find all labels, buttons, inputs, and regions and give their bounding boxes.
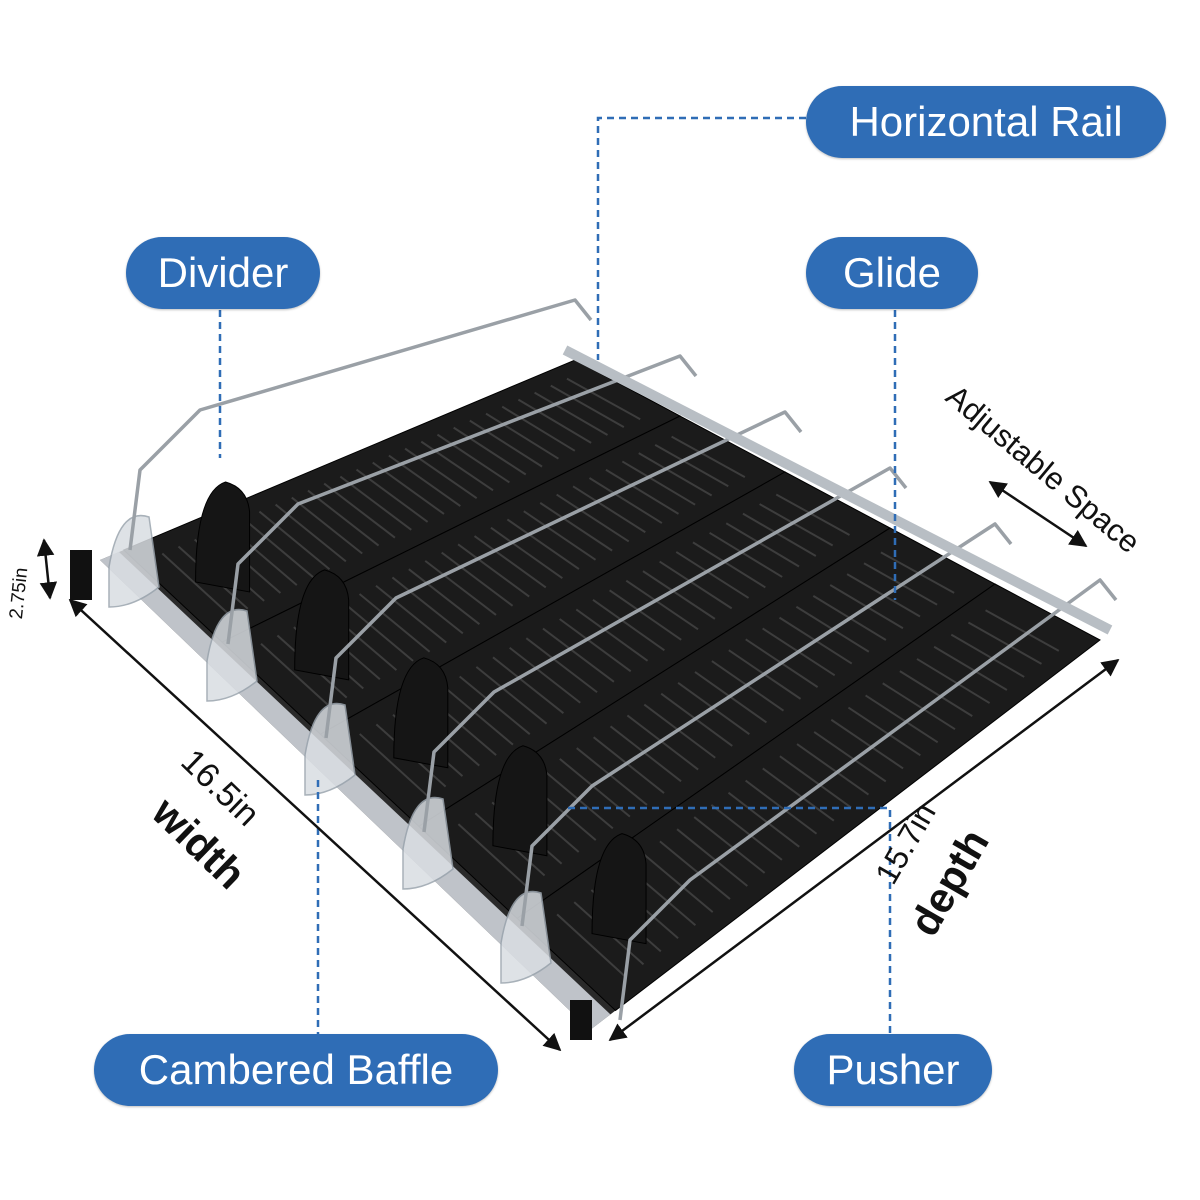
dimension-arrows (36, 480, 1120, 1052)
glide-rib (307, 489, 380, 547)
glide-rib (258, 510, 331, 571)
glide-rib (638, 452, 713, 497)
glide-rib (517, 398, 592, 444)
glide-rib (659, 560, 733, 610)
glide-rib (469, 419, 543, 468)
label-pusher: Pusher (794, 1034, 992, 1106)
glide-rib (453, 426, 527, 476)
divider-wire (226, 354, 698, 645)
label-divider: Divider (126, 237, 320, 309)
glide-rib (539, 502, 613, 552)
glide-rib (709, 531, 783, 578)
adjustable-space-arrow (988, 480, 1088, 548)
glide-rib (605, 468, 680, 515)
glide-rib (323, 482, 396, 539)
glide-rib (339, 475, 412, 531)
glide-rib (621, 460, 696, 506)
glide-rib (692, 541, 766, 589)
glide-rib (556, 493, 630, 543)
horizontal-rail (562, 345, 1113, 635)
glide-rib (473, 535, 547, 589)
divider-wire (128, 298, 593, 551)
glide-rib (550, 384, 625, 428)
glide-rib (575, 608, 649, 662)
glide-rib (671, 435, 746, 478)
leader-horizontal-rail (596, 116, 806, 360)
label-glide: Glide (806, 237, 978, 309)
glide-rib (485, 412, 559, 460)
glide-rib (609, 589, 682, 641)
glide-rib (775, 493, 850, 536)
glide-rib (501, 405, 576, 452)
glide-rib (985, 609, 1060, 652)
glide-rib (572, 485, 646, 534)
glide-rib (725, 522, 800, 568)
label-horizontal-rail: Horizontal Rail (806, 86, 1166, 158)
glide-rib (534, 391, 609, 436)
glide-rib (759, 503, 834, 547)
glide-rib (592, 599, 665, 652)
front-cap-left (70, 550, 92, 600)
pusher-paddle (195, 481, 251, 593)
glide-rib (441, 551, 514, 607)
width-arrow (68, 598, 562, 1052)
glide-rib (654, 444, 729, 488)
glide-rib (291, 496, 363, 555)
glide-rib (675, 551, 750, 599)
glide-rib (457, 543, 530, 598)
depth-arrow (608, 658, 1120, 1042)
glide-rib (588, 477, 663, 524)
glide-rib (742, 512, 817, 557)
glide-rib (625, 579, 699, 631)
front-cap-right (570, 1000, 592, 1040)
glide-rib (566, 377, 641, 421)
glide-rib (242, 517, 314, 578)
glide-rib (506, 518, 580, 570)
glide-rib (967, 621, 1042, 665)
height-arrow (36, 538, 58, 600)
glide-rib (436, 433, 510, 484)
glide-rib (523, 510, 597, 561)
label-cambered-baffle: Cambered Baffle (94, 1034, 498, 1106)
glide-rib (490, 526, 563, 580)
glide-rib (642, 570, 716, 620)
